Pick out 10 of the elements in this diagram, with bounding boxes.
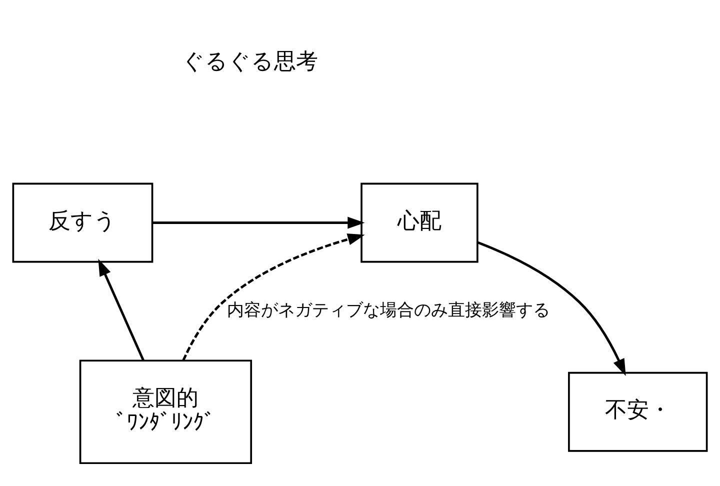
- arrow: [477, 240, 626, 376]
- edge-label: 内容がネガティブな場合のみ直接影響する: [226, 300, 550, 320]
- arrow: [182, 232, 365, 360]
- label: ぐるぐる思考: [182, 48, 318, 74]
- node-box: 意図的 ﾞﾜﾝﾀﾞﾘﾝｸﾞ: [79, 359, 252, 464]
- node-box: 不安・: [568, 371, 708, 452]
- node-box: 反すう: [12, 182, 154, 262]
- node-box: 心配: [360, 182, 478, 262]
- arrow: [152, 216, 365, 228]
- arrow: [98, 258, 144, 360]
